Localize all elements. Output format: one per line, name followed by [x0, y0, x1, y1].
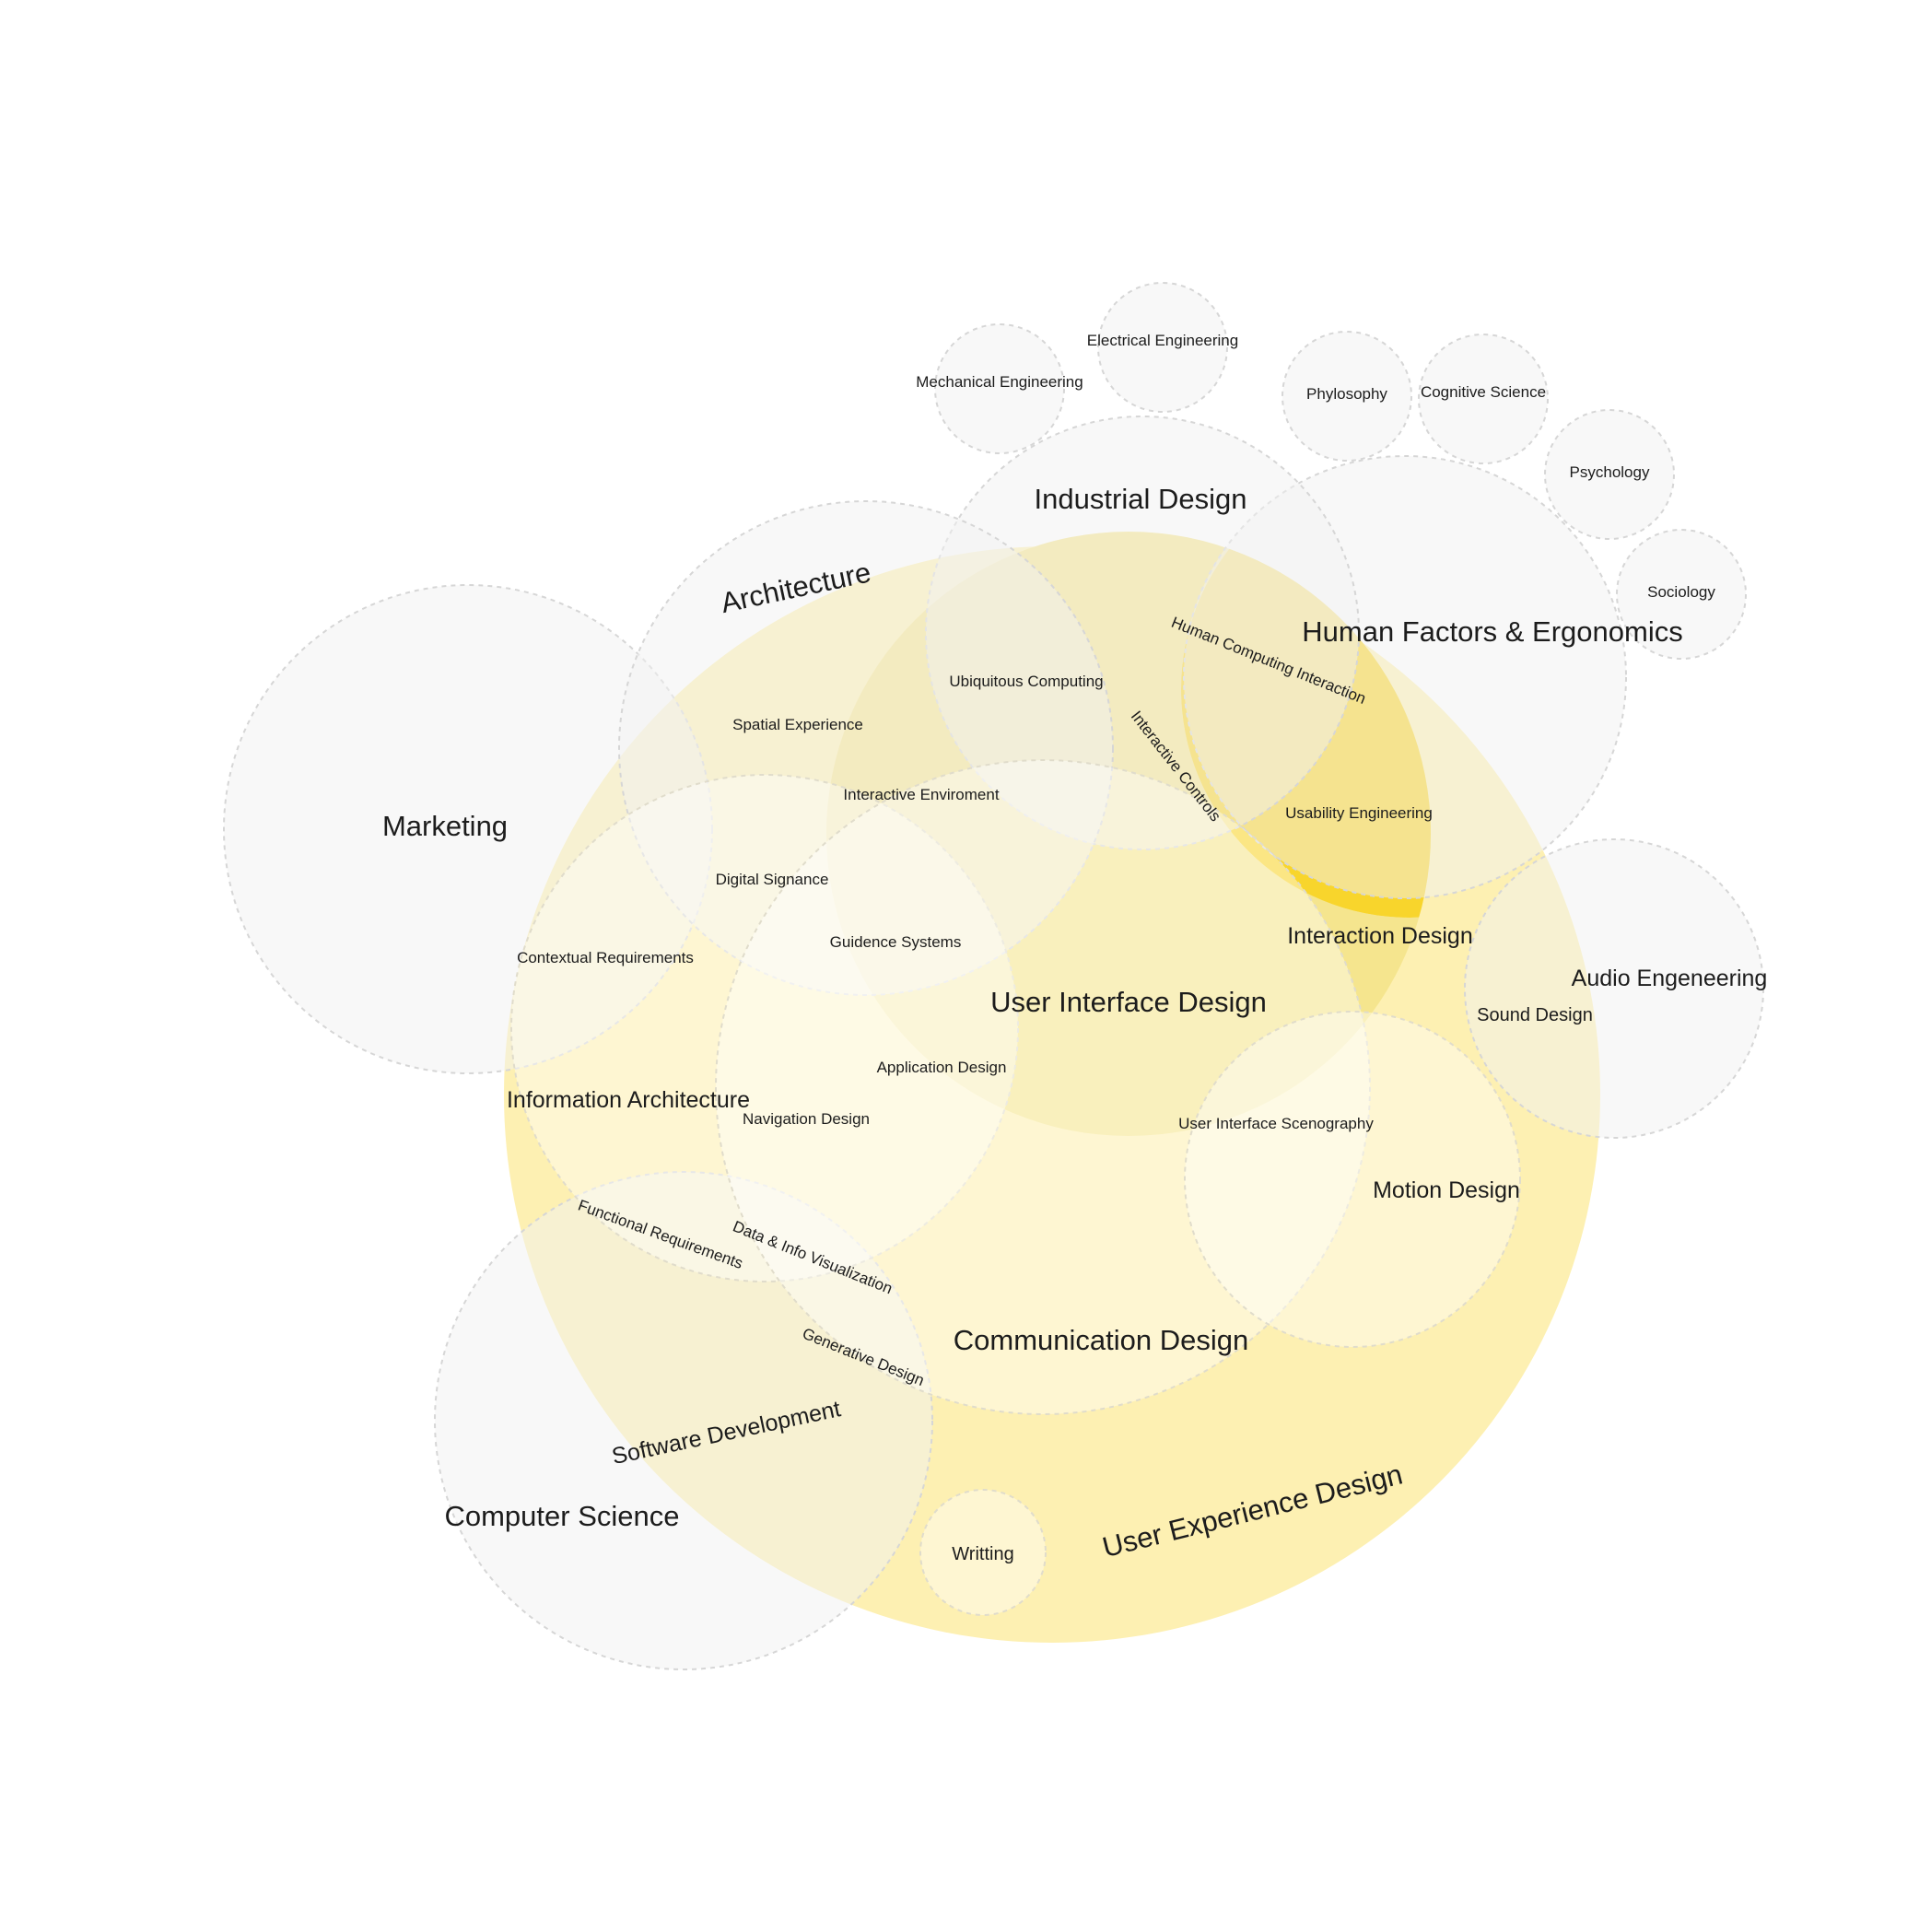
phylosophy-circle: [1281, 331, 1412, 462]
application-design-label: Application Design: [877, 1059, 1007, 1076]
computer-science-circle: [434, 1171, 933, 1670]
usability-engineering-label: Usability Engineering: [1285, 804, 1433, 822]
navigation-design-label: Navigation Design: [743, 1110, 870, 1128]
digital-signance-label: Digital Signance: [716, 871, 829, 888]
writing-circle: [919, 1489, 1047, 1616]
mechanical-engineering-circle: [934, 323, 1065, 454]
user-interface-design-label: User Interface Design: [990, 986, 1267, 1018]
interactive-environment-label: Interactive Enviroment: [843, 786, 999, 803]
communication-design-circle: [715, 759, 1371, 1415]
information-architecture-circle: [510, 774, 1019, 1282]
audio-engineering-label: Audio Engeneering: [1572, 966, 1768, 991]
writing-label: Writting: [952, 1544, 1013, 1564]
marketing-label: Marketing: [382, 810, 508, 842]
sociology-label: Sociology: [1647, 583, 1715, 601]
contextual-requirements-label: Contextual Requirements: [517, 949, 694, 966]
guidance-systems-label: Guidence Systems: [830, 933, 962, 951]
motion-design-circle: [1184, 1011, 1521, 1348]
human-factors-label: Human Factors & Ergonomics: [1302, 615, 1682, 648]
motion-design-label: Motion Design: [1373, 1177, 1520, 1203]
mechanical-engineering-label: Mechanical Engineering: [916, 373, 1083, 391]
communication-design-label: Communication Design: [954, 1324, 1248, 1356]
sociology-circle: [1616, 529, 1747, 660]
architecture-circle: [618, 500, 1114, 996]
cognitive-science-circle: [1418, 334, 1549, 464]
spatial-experience-label: Spatial Experience: [732, 716, 863, 733]
information-architecture-label: Information Architecture: [507, 1087, 750, 1113]
audio-engineering-circle: [1464, 838, 1764, 1139]
ui-scenography-label: User Interface Scenography: [1178, 1115, 1374, 1132]
interaction-design-label: Interaction Design: [1287, 923, 1473, 949]
ubiquitous-computing-label: Ubiquitous Computing: [949, 673, 1103, 690]
industrial-design-label: Industrial Design: [1035, 483, 1247, 515]
electrical-engineering-circle: [1097, 282, 1228, 413]
computer-science-label: Computer Science: [444, 1500, 679, 1532]
psychology-circle: [1544, 409, 1675, 540]
sound-design-label: Sound Design: [1477, 1005, 1593, 1025]
psychology-label: Psychology: [1570, 463, 1650, 481]
cognitive-science-label: Cognitive Science: [1421, 383, 1546, 401]
phylosophy-label: Phylosophy: [1306, 385, 1387, 403]
electrical-engineering-label: Electrical Engineering: [1087, 332, 1238, 349]
